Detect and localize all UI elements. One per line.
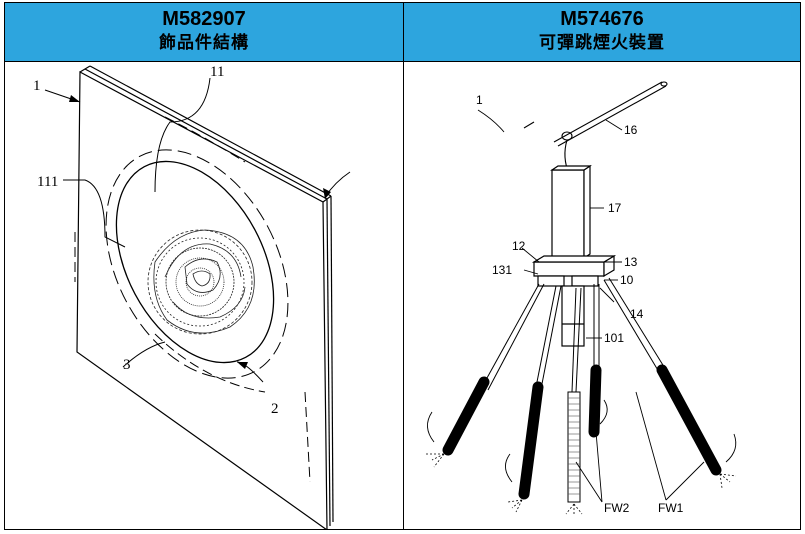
right-label-12: 12	[512, 239, 526, 253]
right-label-10: 10	[620, 273, 634, 287]
right-label-1: 1	[476, 93, 483, 107]
left-label-1: 1	[33, 78, 41, 94]
right-label-14: 14	[630, 307, 644, 321]
right-label-fw1: FW1	[658, 501, 684, 515]
left-patent-drawing: 1 11 111 3 2	[33, 64, 351, 530]
comparison-table: M582907 飾品件結構	[4, 2, 801, 530]
right-label-101: 101	[604, 331, 624, 345]
right-label-16: 16	[624, 123, 638, 137]
right-label-fw2: FW2	[604, 501, 630, 515]
right-patent-drawing-area: 1 16 17 12 13 131 10 14 101 FW2 FW1	[404, 62, 800, 529]
left-patent-number: M582907	[162, 8, 246, 30]
left-patent-drawing-area: 1 11 111 3 2	[5, 62, 403, 530]
right-patent-column: M574676 可彈跳煙火裝置	[404, 3, 800, 529]
left-label-11: 11	[210, 64, 224, 80]
right-patent-header: M574676 可彈跳煙火裝置	[404, 3, 800, 62]
left-label-2: 2	[271, 401, 279, 417]
left-label-3: 3	[123, 357, 131, 373]
right-patent-title: 可彈跳煙火裝置	[539, 33, 665, 53]
left-patent-title: 飾品件結構	[159, 33, 249, 53]
right-label-17: 17	[608, 201, 622, 215]
left-patent-column: M582907 飾品件結構	[5, 3, 404, 530]
right-label-13: 13	[624, 255, 638, 269]
right-patent-number: M574676	[560, 8, 644, 30]
right-label-131: 131	[492, 263, 512, 277]
left-label-111: 111	[37, 174, 58, 190]
right-patent-drawing: 1 16 17 12 13 131 10 14 101 FW2 FW1	[426, 81, 737, 516]
left-patent-header: M582907 飾品件結構	[5, 3, 403, 62]
